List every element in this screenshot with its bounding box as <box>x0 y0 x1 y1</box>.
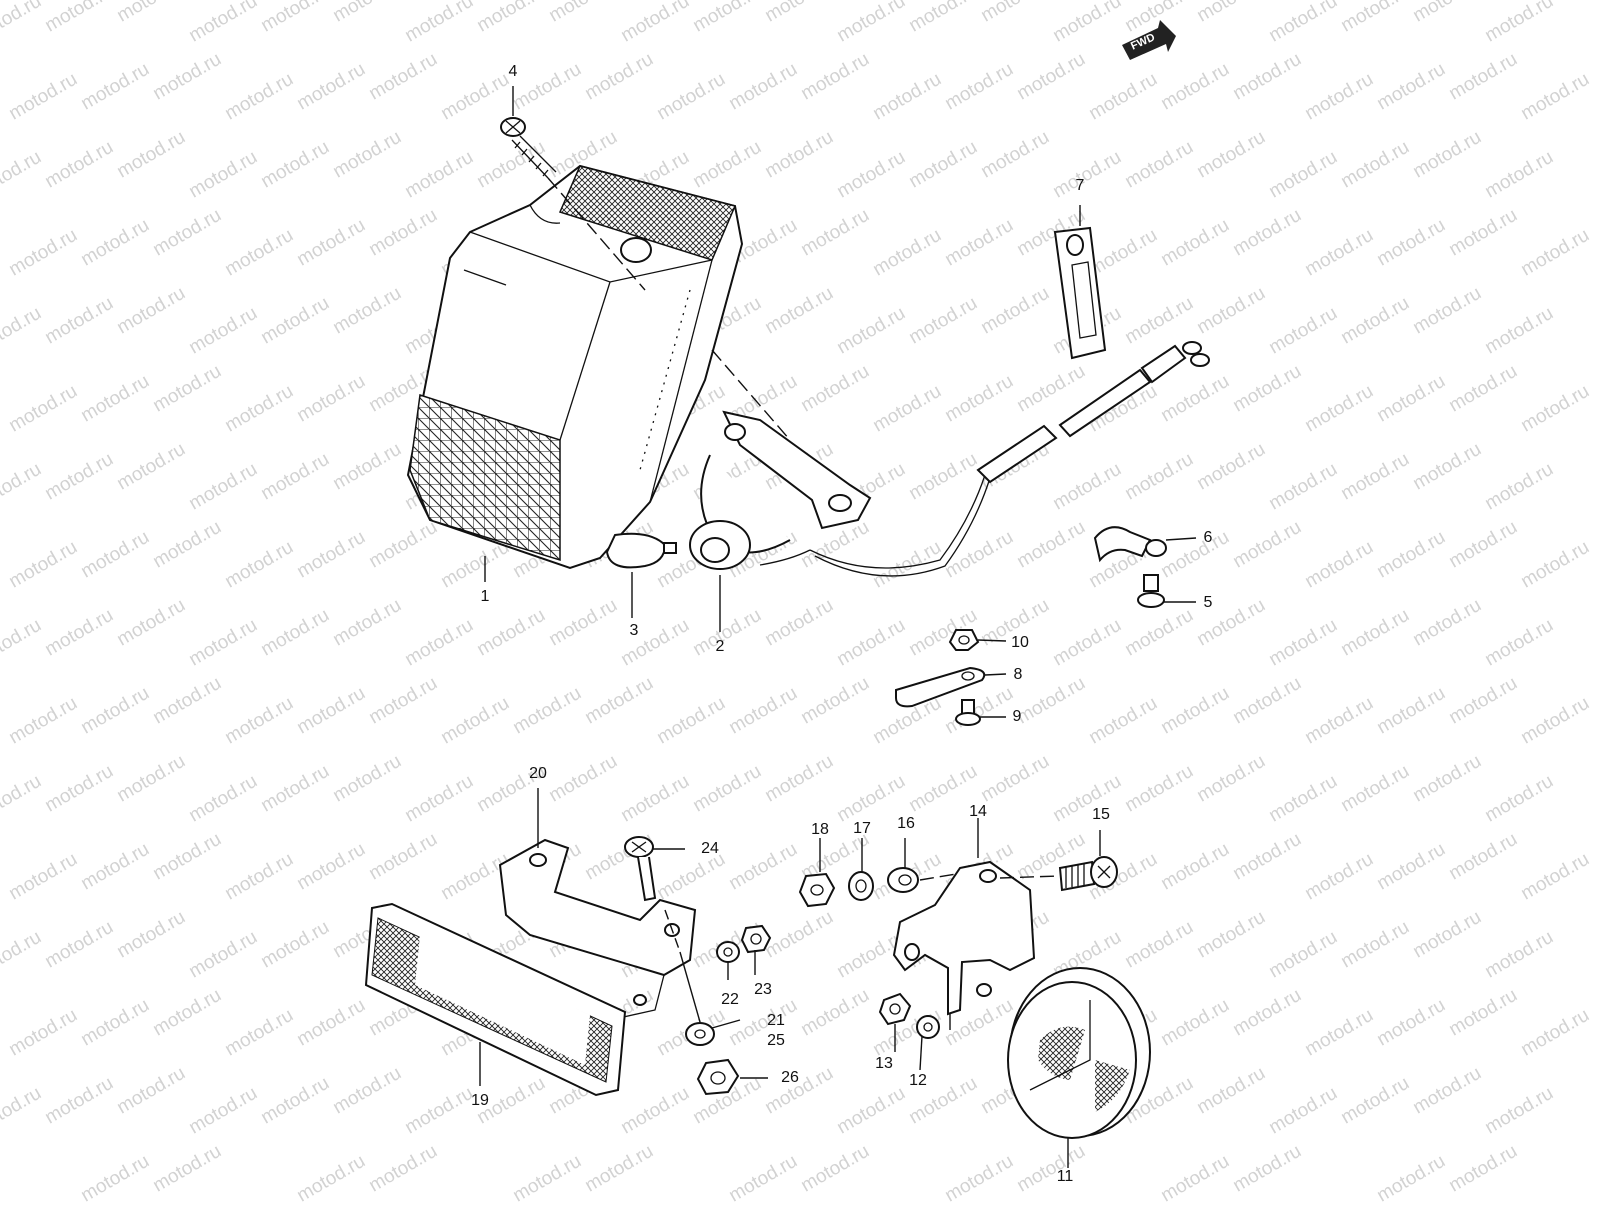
callout-23: 23 <box>754 981 772 998</box>
fwd-arrow-icon <box>1122 20 1176 60</box>
screw-part-24 <box>624 836 657 902</box>
callout-4: 4 <box>508 63 518 80</box>
callout-6: 6 <box>1203 529 1213 546</box>
clip-part-6 <box>1093 526 1167 563</box>
callout-19: 19 <box>471 1092 489 1109</box>
bolt-part-5 <box>1137 574 1165 608</box>
nut-part-23 <box>740 924 772 954</box>
callout-20: 20 <box>529 765 547 782</box>
wiring-harness <box>809 341 1210 577</box>
plate-part-8 <box>895 666 986 708</box>
callout-25: 25 <box>767 1032 785 1049</box>
clamp-strap-part-7 <box>1053 226 1107 360</box>
nut-part-18 <box>798 872 836 908</box>
screw-part-4 <box>500 117 557 179</box>
washer-part-22 <box>716 941 740 963</box>
callout-17: 17 <box>853 820 871 837</box>
bulb-part-3 <box>605 532 677 569</box>
callout-5: 5 <box>1203 594 1213 611</box>
nut-part-13 <box>878 992 912 1026</box>
callout-16: 16 <box>897 815 915 832</box>
reflector-bracket-part-20 <box>498 838 697 1021</box>
callout-15: 15 <box>1092 806 1110 823</box>
callout-22: 22 <box>721 991 739 1008</box>
nut-part-10 <box>948 629 980 651</box>
callout-2: 2 <box>715 638 725 655</box>
tail-light-housing-part-1 <box>406 164 744 570</box>
bolt-part-15 <box>1058 856 1118 892</box>
callout-14: 14 <box>969 803 987 820</box>
round-reflector-bracket-part-14 <box>892 860 1036 1016</box>
callout-13: 13 <box>875 1055 893 1072</box>
callout-12: 12 <box>909 1072 927 1089</box>
callout-11: 11 <box>1056 1168 1074 1185</box>
nut-part-26 <box>696 1058 740 1096</box>
leader-lines <box>479 86 1197 1168</box>
callout-9: 9 <box>1012 708 1022 725</box>
round-reflector-part-11 <box>1007 967 1151 1139</box>
washer-part-21 <box>685 1022 715 1046</box>
callout-8: 8 <box>1013 666 1023 683</box>
callout-10: 10 <box>1011 634 1029 651</box>
washer-part-12 <box>916 1015 940 1039</box>
callout-24: 24 <box>701 840 719 857</box>
rectangular-reflector-part-19 <box>364 902 627 1097</box>
bolt-part-9 <box>955 699 981 726</box>
socket-bracket-part-2 <box>689 410 872 570</box>
washer-part-16 <box>887 867 919 893</box>
callout-3: 3 <box>629 622 639 639</box>
callout-1: 1 <box>480 588 490 605</box>
callout-26: 26 <box>781 1069 799 1086</box>
callout-18: 18 <box>811 821 829 838</box>
washer-part-17 <box>848 871 874 901</box>
callout-7: 7 <box>1075 177 1085 194</box>
callout-21: 21 <box>767 1012 785 1029</box>
